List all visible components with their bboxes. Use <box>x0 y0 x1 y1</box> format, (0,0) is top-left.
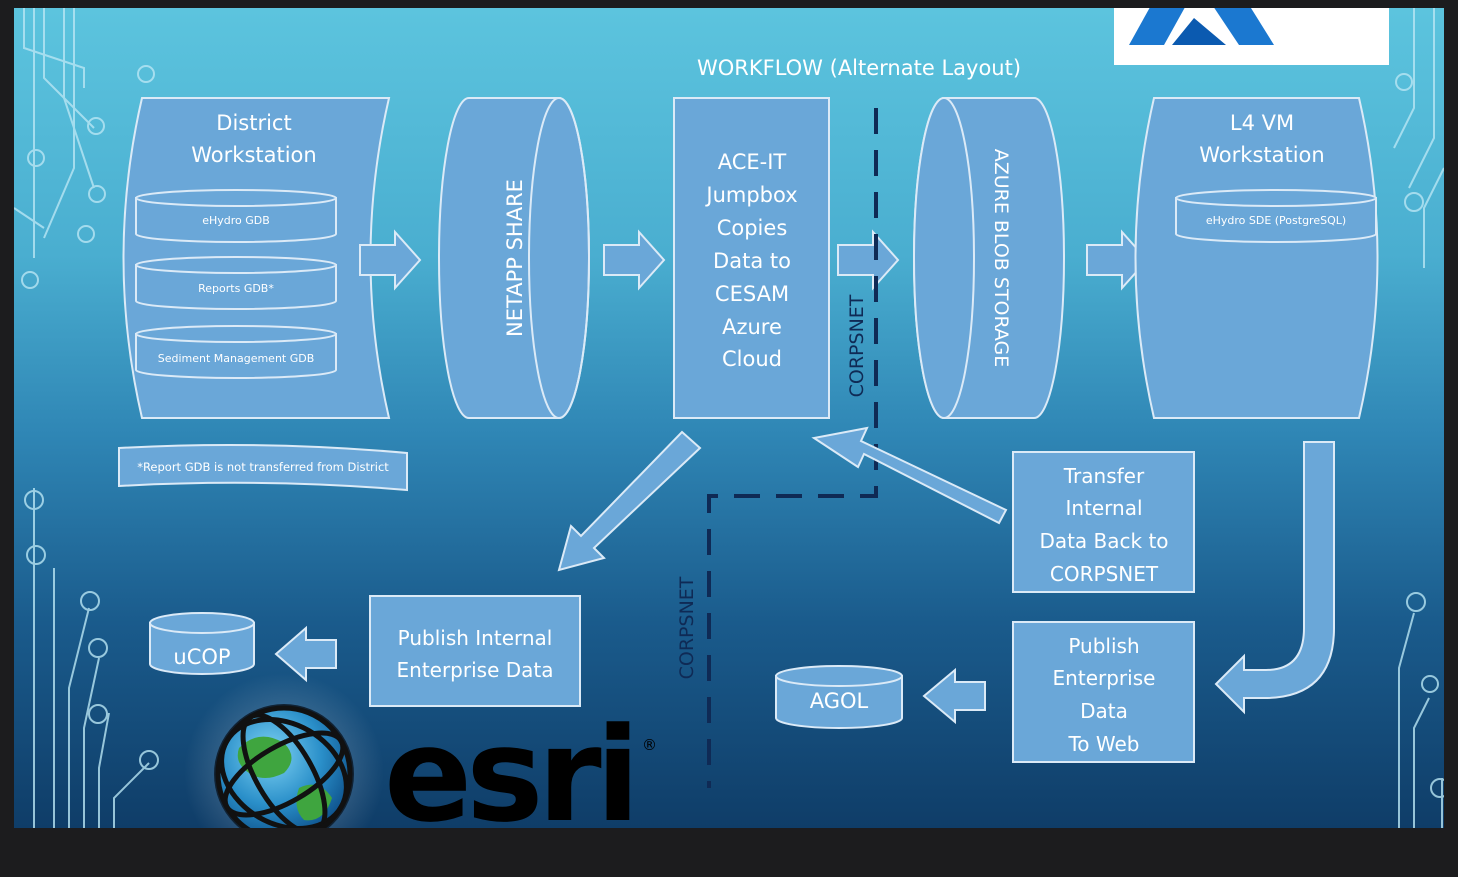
publish-web-line-2: Enterprise <box>1053 666 1156 690</box>
netapp-share-label: NETAPP SHARE <box>503 179 527 337</box>
netapp-share-storage: NETAPP SHARE <box>438 97 590 419</box>
aceit-line-2: Jumpbox <box>704 183 797 207</box>
publish-web-line-1: Publish <box>1068 634 1139 658</box>
transfer-internal-data-box: Transfer Internal Data Back to CORPSNET <box>1012 451 1195 593</box>
arrow-netapp-to-aceit <box>603 229 666 291</box>
arrow-publish-internal-to-ucop <box>274 625 337 683</box>
l4vm-title-line-1: L4 VM <box>1230 111 1294 135</box>
aceit-line-3: Copies <box>717 216 788 240</box>
reports-gdb-label: Reports GDB* <box>198 282 274 295</box>
arrow-l4vm-to-publish-web <box>1214 441 1335 715</box>
sediment-management-gdb-database: Sediment Management GDB <box>135 325 337 379</box>
transfer-line-1: Transfer <box>1063 464 1145 488</box>
publish-internal-enterprise-box: Publish Internal Enterprise Data <box>369 595 581 707</box>
transfer-line-3: Data Back to <box>1039 529 1168 553</box>
publish-web-line-4: To Web <box>1067 732 1139 756</box>
corpsnet-label-lower: CORPSNET <box>676 576 698 679</box>
ehydro-sde-label: eHydro SDE (PostgreSQL) <box>1206 214 1346 227</box>
arrow-aceit-to-azure-blob <box>837 229 900 291</box>
azure-blob-storage: AZURE BLOB STORAGE <box>913 97 1065 419</box>
diagram-title: WORKFLOW (Alternate Layout) <box>697 56 1021 80</box>
circuit-decoration <box>14 8 1444 828</box>
arrow-district-to-netapp <box>359 229 422 291</box>
reports-gdb-database: Reports GDB* <box>135 256 337 310</box>
ehydro-sde-database: eHydro SDE (PostgreSQL) <box>1175 189 1377 243</box>
sediment-gdb-label: Sediment Management GDB <box>158 352 315 365</box>
publish-enterprise-web-box: Publish Enterprise Data To Web <box>1012 621 1195 763</box>
aceit-line-7: Cloud <box>722 347 782 371</box>
arrow-publish-web-to-agol <box>922 667 986 725</box>
arrow-azure-blob-to-l4vm <box>1086 229 1149 291</box>
arrow-transfer-to-aceit <box>811 426 1008 525</box>
azure-logo <box>1114 8 1389 65</box>
ehydro-gdb-database: eHydro GDB <box>135 189 337 243</box>
aceit-line-6: Azure <box>722 315 782 339</box>
arrow-aceit-to-publish-internal <box>557 430 702 572</box>
footnote-banner: *Report GDB is not transferred from Dist… <box>118 443 408 492</box>
agol-database: AGOL <box>775 665 903 729</box>
publish-internal-line-1: Publish Internal <box>398 626 553 650</box>
ucop-label: uCOP <box>173 645 230 669</box>
workflow-diagram: WORKFLOW (Alternate Layout) District Wor… <box>14 8 1444 828</box>
l4vm-title-line-2: Workstation <box>1199 143 1324 167</box>
workflow-slide: WORKFLOW (Alternate Layout) District Wor… <box>14 8 1444 828</box>
ace-it-jumpbox: ACE-IT Jumpbox Copies Data to CESAM Azur… <box>673 97 830 419</box>
publish-internal-line-2: Enterprise Data <box>397 658 554 682</box>
district-title-line-2: Workstation <box>191 143 316 167</box>
ucop-database: uCOP <box>149 612 255 675</box>
transfer-line-4: CORPSNET <box>1050 562 1159 586</box>
agol-label: AGOL <box>810 689 869 713</box>
esri-wordmark: esri <box>384 699 634 828</box>
corpsnet-boundary <box>707 108 878 788</box>
transfer-line-2: Internal <box>1065 496 1142 520</box>
aceit-line-4: Data to <box>713 249 791 273</box>
aceit-line-5: CESAM <box>715 282 789 306</box>
azure-blob-label: AZURE BLOB STORAGE <box>990 149 1012 368</box>
district-title-line-1: District <box>216 111 291 135</box>
esri-logo: esri ® <box>184 673 657 828</box>
registered-mark: ® <box>642 736 657 754</box>
corpsnet-label-upper: CORPSNET <box>846 294 868 397</box>
footnote-text: *Report GDB is not transferred from Dist… <box>137 460 389 474</box>
aceit-line-1: ACE-IT <box>718 150 787 174</box>
ehydro-gdb-label: eHydro GDB <box>202 214 270 227</box>
district-workstation: District Workstation eHydro GDB Reports … <box>122 97 391 419</box>
l4vm-workstation: L4 VM Workstation eHydro SDE (PostgreSQL… <box>1134 97 1379 419</box>
publish-web-line-3: Data <box>1080 699 1128 723</box>
